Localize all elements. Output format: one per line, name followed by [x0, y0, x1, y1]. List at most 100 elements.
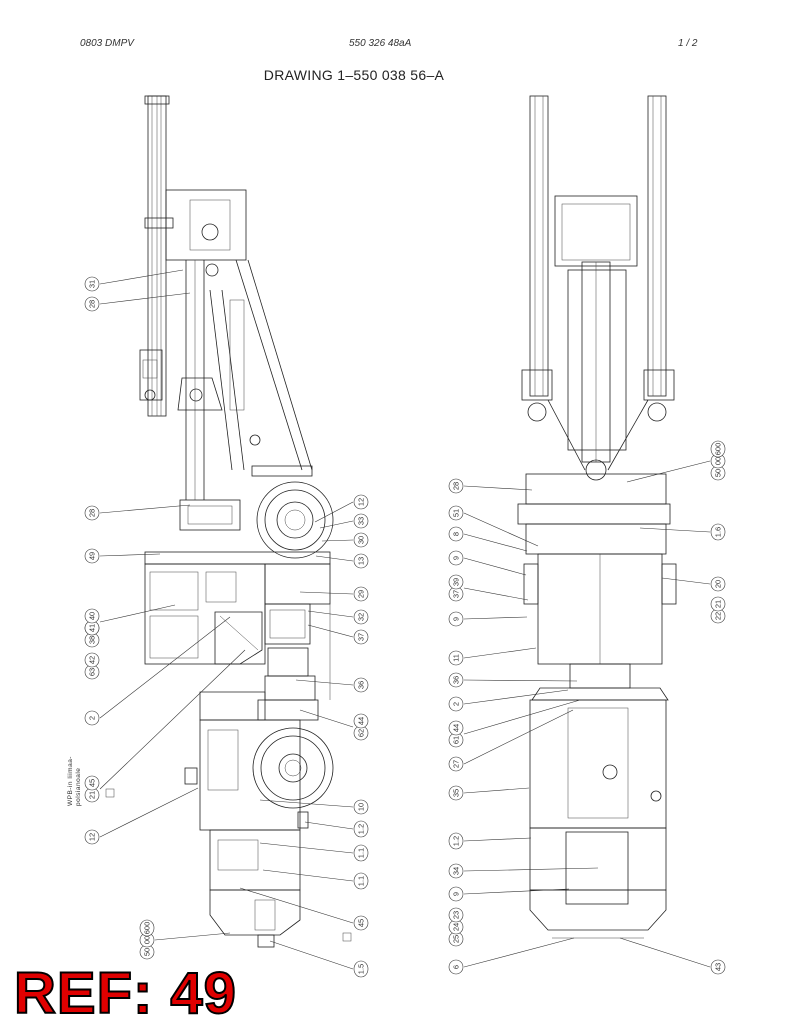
callout-leader-line [269, 940, 354, 970]
top-front-frame [517, 473, 677, 665]
top-left-feed-beam [521, 95, 553, 422]
callout-leader-line [626, 460, 711, 483]
side-view-callout: 1.2 [304, 820, 369, 838]
callout-bubble [710, 959, 726, 975]
top-view-callout: 43 [619, 937, 726, 975]
callout-number: 50 [143, 948, 152, 956]
callout-bubble [448, 574, 464, 590]
callout-leader-line [295, 679, 354, 686]
side-rear-frame [184, 691, 309, 948]
callout-bubble [353, 609, 369, 625]
callout-number: 36 [357, 681, 366, 689]
callout-number: 41 [88, 624, 97, 632]
side-view-callout: 45 [239, 887, 369, 931]
callout-leader-line [661, 577, 711, 585]
side-front-frame [144, 551, 331, 700]
top-articulation [531, 663, 669, 701]
callout-bubble [353, 586, 369, 602]
callout-number: 2 [88, 716, 97, 720]
callout-number: 24 [452, 923, 461, 931]
callout-leader-line [307, 624, 354, 638]
side-view-callout: 49 [84, 548, 161, 564]
callout-number: 8 [452, 532, 461, 536]
side-view-callout: 33 [319, 513, 369, 529]
side-view-callout: 31 [84, 269, 184, 292]
callout-bubble [353, 513, 369, 529]
callout-bubble [353, 677, 369, 693]
callout-number: 33 [357, 517, 366, 525]
callout-number: 13 [357, 557, 366, 565]
callout-bubble [448, 550, 464, 566]
callout-bubble [448, 785, 464, 801]
callout-leader-line [299, 709, 354, 728]
callout-leader-line [463, 512, 539, 547]
callout-number: 45 [357, 919, 366, 927]
callout-number: 37 [452, 590, 461, 598]
callout-bubble [448, 526, 464, 542]
callout-number: 37 [357, 633, 366, 641]
callout-bubble [84, 829, 100, 845]
top-view-callout: 28 [448, 478, 533, 494]
callout-leader-line [463, 616, 528, 620]
callout-number: 00 [714, 457, 723, 465]
callout-number: 1.5 [357, 964, 366, 974]
callout-leader-line [259, 799, 354, 808]
drawing-title-text: DRAWING 1–550 038 56–A [263, 67, 445, 83]
callout-number: 22 [714, 612, 723, 620]
top-view-callout: 9 [448, 550, 527, 576]
side-view-callout: 1.1 [262, 869, 369, 890]
callout-number: 28 [452, 482, 461, 490]
top-view-callout: 8 [448, 526, 528, 552]
callout-number: 600 [143, 922, 152, 935]
callout-number: 00 [143, 936, 152, 944]
callout-bubble [353, 872, 369, 890]
callout-number: 21 [714, 600, 723, 608]
top-view-callout: 36 [448, 672, 578, 688]
side-view-callout: 36 [295, 677, 369, 693]
callout-leader-line [262, 869, 354, 882]
top-view [517, 95, 677, 939]
callout-bubble [353, 532, 369, 548]
callout-number: 1.2 [452, 836, 461, 846]
header-doc-code: 0803 DMPV [80, 38, 134, 49]
callout-bubble [139, 919, 155, 937]
callout-bubble [448, 650, 464, 666]
callout-bubble [84, 710, 100, 726]
callout-number: 25 [452, 935, 461, 943]
callout-bubble [353, 553, 369, 569]
callout-number: 12 [357, 498, 366, 506]
side-view-callout: 12 [314, 494, 369, 523]
callout-number: 34 [452, 867, 461, 875]
callout-leader-line [259, 842, 354, 854]
callout-bubble [353, 713, 369, 729]
top-view-callout: 35 [448, 785, 530, 801]
top-view-callout: 1.6 [639, 523, 726, 541]
side-front-wheel [256, 481, 334, 559]
callout-leader-line [463, 837, 532, 842]
callout-leader-line [463, 557, 527, 576]
callout-leader-line [463, 787, 530, 794]
top-rear-frame [529, 699, 667, 939]
side-note-line-1: WPB-in liimaa- [67, 756, 74, 806]
callout-number: 1.1 [357, 848, 366, 858]
view-marker-a-icon [342, 932, 352, 942]
side-feed-beam [139, 95, 174, 417]
side-view-callout: 13 [315, 553, 369, 569]
callout-bubble [353, 494, 369, 510]
callout-bubble [448, 756, 464, 772]
top-view-callout: 6 [448, 937, 575, 975]
callout-number: 600 [714, 443, 723, 456]
callout-bubble [84, 775, 100, 791]
callout-bubble [448, 907, 464, 923]
callout-number: 31 [88, 280, 97, 288]
callout-leader-line [463, 587, 529, 601]
side-note-line-2: polsianoale [75, 768, 82, 806]
callout-leader-line [463, 699, 581, 735]
callout-bubble [84, 276, 100, 292]
callout-leader-line [99, 649, 246, 790]
